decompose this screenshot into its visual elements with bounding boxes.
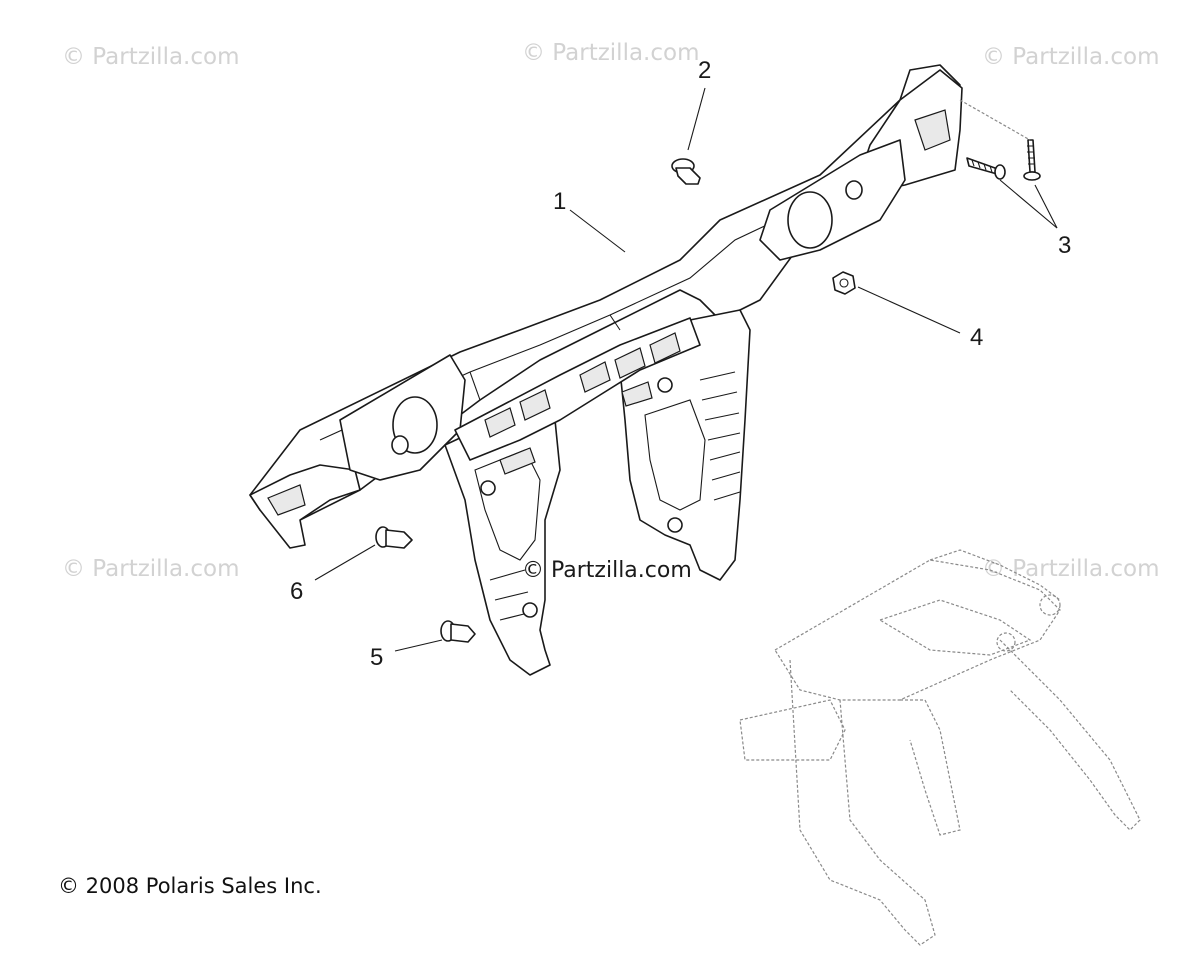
callout-5: 5 — [370, 644, 384, 671]
watermark-top-left: © Partzilla.com — [62, 44, 240, 70]
watermark-top-center: © Partzilla.com — [522, 40, 700, 66]
push-rivet-part-2 — [671, 158, 701, 185]
push-rivet-part-5 — [440, 620, 476, 643]
callout-2: 2 — [698, 57, 712, 84]
push-rivet-part-6 — [375, 526, 413, 549]
callout-4: 4 — [970, 324, 984, 351]
watermark-top-right: © Partzilla.com — [982, 44, 1160, 70]
watermark-middle-right: © Partzilla.com — [982, 556, 1160, 582]
leader-lines — [314, 87, 1058, 652]
frame-reference-outline — [739, 549, 1141, 946]
callout-3: 3 — [1058, 232, 1072, 259]
screws-part-3 — [959, 99, 1041, 181]
front-bracket-part — [249, 64, 963, 676]
watermark-center: © Partzilla.com — [522, 558, 692, 583]
nut-part-4 — [832, 271, 856, 295]
copyright-notice: © 2008 Polaris Sales Inc. — [58, 874, 322, 898]
callout-6: 6 — [290, 578, 304, 605]
watermark-middle-left: © Partzilla.com — [62, 556, 240, 582]
callout-1: 1 — [553, 188, 567, 215]
